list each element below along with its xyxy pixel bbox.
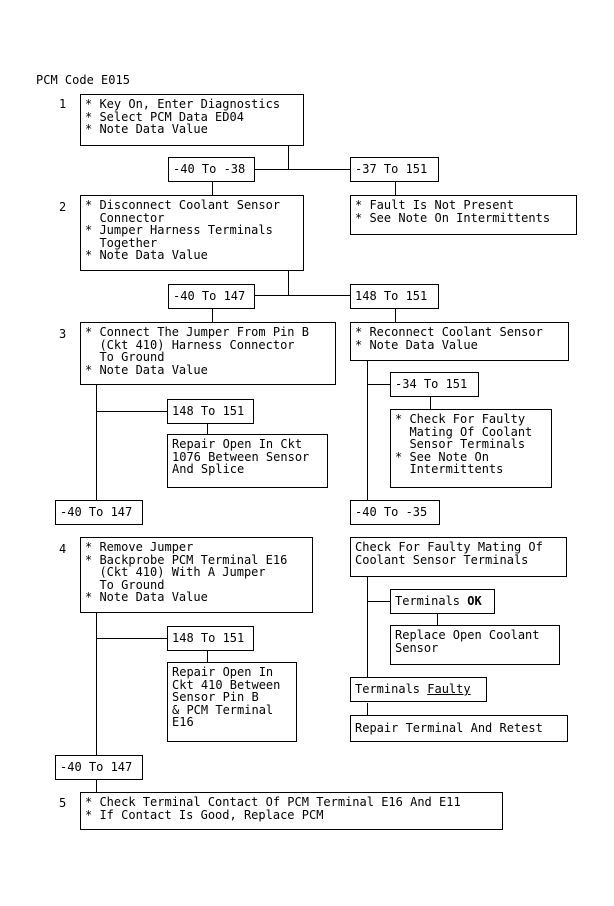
range-box: -37 To 151 bbox=[350, 157, 439, 182]
step-number: 2 bbox=[59, 200, 67, 214]
range-box: -40 To -35 bbox=[350, 500, 440, 525]
step-1-box: * Key On, Enter Diagnostics * Select PCM… bbox=[80, 94, 304, 146]
connector bbox=[430, 397, 431, 410]
connector bbox=[212, 308, 213, 322]
repair-ckt-1076-box: Repair Open In Ckt 1076 Between Sensor A… bbox=[167, 434, 328, 488]
connector bbox=[367, 384, 391, 385]
terminals-faulty-status: Faulty bbox=[427, 682, 471, 696]
fault-not-present-box: * Fault Is Not Present * See Note On Int… bbox=[350, 195, 577, 235]
terminals-ok-prefix: Terminals bbox=[395, 594, 468, 608]
connector bbox=[207, 423, 208, 435]
page-title: PCM Code E015 bbox=[36, 73, 130, 87]
step-number: 4 bbox=[59, 542, 67, 556]
terminals-faulty-box: Terminals Faulty bbox=[350, 677, 487, 702]
step-3-box: * Connect The Jumper From Pin B (Ckt 410… bbox=[80, 322, 336, 385]
range-box: 148 To 151 bbox=[350, 284, 439, 309]
connector bbox=[254, 169, 351, 170]
connector bbox=[207, 650, 208, 663]
step-number: 3 bbox=[59, 327, 67, 341]
step-number: 5 bbox=[59, 796, 67, 810]
connector bbox=[96, 411, 168, 412]
step-2-box: * Disconnect Coolant Sensor Connector * … bbox=[80, 195, 304, 271]
step-number: 1 bbox=[59, 97, 67, 111]
check-faulty-mating-box: Check For Faulty Mating Of Coolant Senso… bbox=[350, 537, 567, 577]
connector bbox=[288, 270, 289, 296]
range-box: -40 To -38 bbox=[168, 157, 255, 182]
range-box: 148 To 151 bbox=[167, 399, 254, 424]
connector bbox=[395, 308, 396, 322]
range-box: -34 To 151 bbox=[390, 372, 479, 397]
connector bbox=[254, 295, 351, 296]
step-5-box: * Check Terminal Contact Of PCM Terminal… bbox=[80, 792, 503, 830]
connector bbox=[367, 703, 368, 716]
terminals-ok-box: Terminals OK bbox=[390, 589, 495, 614]
connector bbox=[367, 576, 368, 677]
connector bbox=[96, 384, 97, 500]
connector bbox=[212, 182, 213, 196]
connector bbox=[367, 601, 391, 602]
connector bbox=[288, 145, 289, 170]
replace-open-sensor-box: Replace Open Coolant Sensor bbox=[390, 625, 560, 665]
connector bbox=[367, 360, 368, 500]
terminals-ok-status: OK bbox=[467, 594, 482, 608]
range-box: -40 To 147 bbox=[168, 284, 255, 309]
step-4-box: * Remove Jumper * Backprobe PCM Terminal… bbox=[80, 537, 313, 613]
connector bbox=[437, 613, 438, 626]
range-box: 148 To 151 bbox=[167, 626, 254, 651]
range-box: -40 To 147 bbox=[55, 755, 143, 780]
range-box: -40 To 147 bbox=[55, 500, 143, 525]
reconnect-sensor-box: * Reconnect Coolant Sensor * Note Data V… bbox=[350, 322, 569, 361]
connector bbox=[395, 182, 396, 196]
connector bbox=[96, 612, 97, 757]
terminals-faulty-prefix: Terminals bbox=[355, 682, 428, 696]
connector bbox=[96, 779, 97, 792]
check-mating-box: * Check For Faulty Mating Of Coolant Sen… bbox=[390, 409, 552, 488]
repair-ckt-410-box: Repair Open In Ckt 410 Between Sensor Pi… bbox=[167, 662, 297, 742]
repair-terminal-box: Repair Terminal And Retest bbox=[350, 715, 568, 742]
connector bbox=[96, 638, 168, 639]
